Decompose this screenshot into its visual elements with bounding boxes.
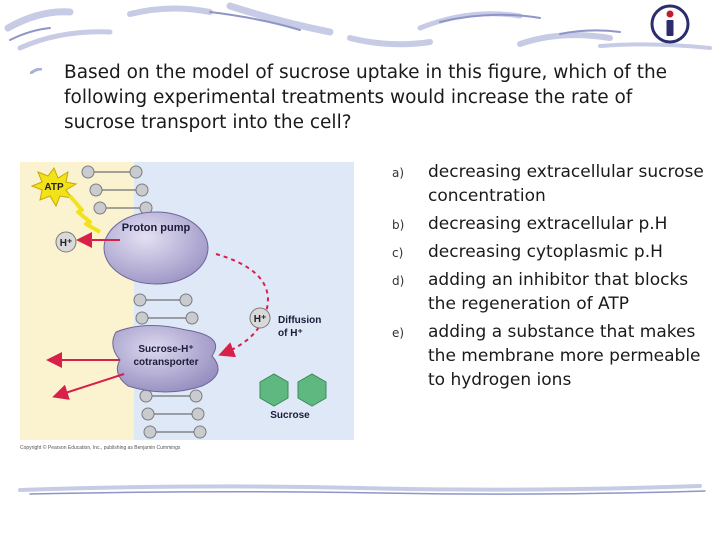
option-c[interactable]: c) decreasing cytoplasmic p.H	[392, 240, 712, 264]
diffusion-label-1: Diffusion	[278, 315, 321, 326]
diffusion-label-2: of H⁺	[278, 328, 303, 339]
sucrose-uptake-figure: Proton pump Sucrose-H⁺ cotransporter ATP…	[16, 160, 358, 452]
h-plus-left: H⁺	[60, 238, 73, 249]
option-letter: e)	[392, 326, 405, 340]
option-b[interactable]: b) decreasing extracellular p.H	[392, 212, 712, 236]
option-letter: b)	[392, 218, 405, 232]
option-text: adding an inhibitor that blocks the rege…	[428, 270, 689, 314]
proton-pump-label: Proton pump	[122, 222, 191, 234]
option-text: adding a substance that makes the membra…	[428, 322, 701, 390]
h-plus-right: H⁺	[254, 314, 267, 325]
option-e[interactable]: e) adding a substance that makes the mem…	[392, 320, 712, 392]
atp-burst	[30, 166, 78, 208]
sucrose-label: Sucrose	[270, 410, 310, 421]
info-icon	[650, 4, 690, 44]
question-text: Based on the model of sucrose uptake in …	[64, 62, 668, 133]
option-letter: d)	[392, 274, 405, 288]
copyright-text: Copyright © Pearson Education, Inc., pub…	[20, 444, 181, 451]
option-text: decreasing extracellular p.H	[428, 214, 668, 234]
cotransporter-label-1: Sucrose-H⁺	[138, 344, 193, 355]
atp-label: ATP	[44, 182, 64, 193]
bullet-icon	[30, 68, 42, 74]
sucrose-molecule-1	[259, 373, 289, 407]
option-a[interactable]: a) decreasing extracellular sucrose conc…	[392, 160, 712, 208]
energy-bolt	[68, 194, 101, 234]
option-d[interactable]: d) adding an inhibitor that blocks the r…	[392, 268, 712, 316]
option-letter: c)	[392, 246, 404, 260]
option-text: decreasing extracellular sucrose concent…	[428, 162, 704, 206]
option-text: decreasing cytoplasmic p.H	[428, 242, 663, 262]
sucrose-molecule-2	[297, 373, 327, 407]
option-letter: a)	[392, 166, 405, 180]
answer-options: a) decreasing extracellular sucrose conc…	[392, 160, 712, 396]
header-decoration	[4, 2, 712, 51]
cotransporter-label-2: cotransporter	[133, 357, 198, 368]
